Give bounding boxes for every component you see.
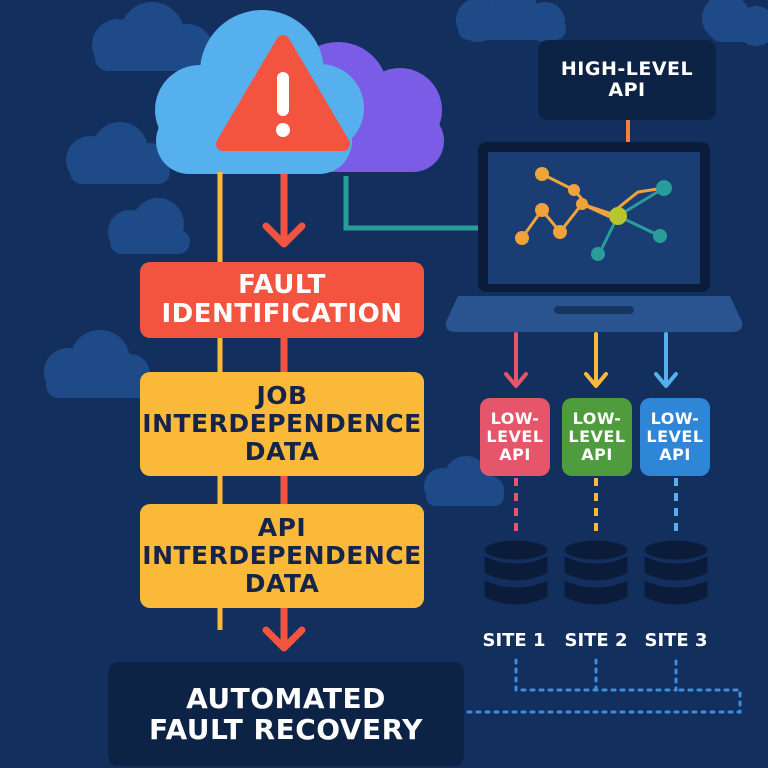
fault-box-line2: IDENTIFICATION [161,299,403,329]
low-level-api-2-line3: API [581,444,613,464]
arrow-head-2 [262,626,306,652]
low-level-api-1-line3: API [499,444,531,464]
bg-cloud-3 [66,122,170,184]
job-box-line2: INTERDEPENDENCE [142,409,422,438]
job-box-line1: JOB [256,381,308,410]
low-level-arrows [504,332,678,388]
bg-cloud-1 [92,2,212,72]
api-box-line2: INTERDEPENDENCE [142,541,422,570]
api-box-line3: DATA [244,569,320,598]
recovery-box-line1: AUTOMATED [186,681,386,715]
warning-icon [216,35,350,151]
api-box-line1: API [257,513,307,542]
low-level-api-3-line1: LOW- [650,409,700,429]
low-level-api-1-line1: LOW- [490,409,540,429]
api-db-connectors [514,478,678,538]
api-interdependence-box: API INTERDEPENDENCE DATA [140,504,424,608]
low-level-api-2-line1: LOW- [572,409,622,429]
low-level-api-3: LOW- LEVEL API [640,398,710,476]
bg-cloud-2 [456,0,566,42]
cloud-laptop-connector [343,176,486,231]
high-level-api-line2: API [608,79,646,101]
recovery-box-line2: FAULT RECOVERY [149,713,423,746]
job-box-line3: DATA [244,437,320,466]
site-2-label: SITE 2 [564,630,628,651]
automated-fault-recovery-box: AUTOMATED FAULT RECOVERY [108,662,464,766]
low-level-api-1-line2: LEVEL [486,427,544,447]
site-1-label: SITE 1 [482,630,546,651]
fault-identification-box: FAULT IDENTIFICATION [140,262,424,338]
high-level-api-line1: HIGH-LEVEL [560,57,694,80]
database-icon [481,537,711,608]
fault-box-line1: FAULT [238,269,326,300]
arrow-head-1 [262,222,306,248]
high-level-api-box: HIGH-LEVEL API [538,40,716,120]
low-level-api-1: LOW- LEVEL API [480,398,550,476]
low-level-api-3-line2: LEVEL [646,427,704,447]
database-site-3 [641,537,711,608]
background-clouds [44,0,768,506]
recovery-connectors [466,658,742,714]
database-site-1 [481,537,551,608]
bg-cloud-5 [44,330,156,398]
bg-cloud-7 [702,0,768,46]
database-site-2 [561,537,631,608]
bg-cloud-6 [424,456,504,506]
low-level-api-2: LOW- LEVEL API [562,398,632,476]
low-level-api-2-line2: LEVEL [568,427,626,447]
laptop-icon [445,142,743,332]
site-3-label: SITE 3 [644,630,708,651]
job-interdependence-box: JOB INTERDEPENDENCE DATA [140,372,424,476]
low-level-api-3-line3: API [659,444,691,464]
bg-cloud-4 [108,198,190,254]
graph-icon [515,167,672,261]
